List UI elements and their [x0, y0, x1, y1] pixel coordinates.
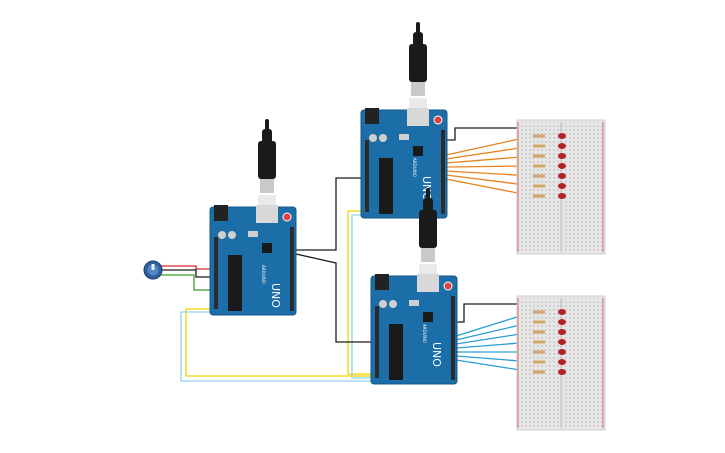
yellow-wire-2	[347, 210, 372, 375]
led	[558, 349, 566, 355]
resistor	[533, 370, 545, 374]
crystal	[409, 300, 419, 306]
led	[558, 173, 566, 179]
capacitor	[228, 231, 236, 239]
led	[558, 183, 566, 189]
wires	[156, 127, 521, 382]
board-label: UNO	[430, 342, 443, 367]
resistor	[533, 144, 545, 148]
led	[558, 359, 566, 365]
small-chip	[262, 243, 272, 253]
resistor	[533, 184, 545, 188]
resistor	[533, 320, 545, 324]
header-right	[290, 227, 294, 311]
led	[558, 309, 566, 315]
resistor	[533, 330, 545, 334]
small-chip	[413, 146, 423, 156]
black-wire-breadboard-bottom	[457, 303, 521, 323]
yellow-wire	[185, 308, 372, 377]
light-blue-wire	[180, 311, 375, 382]
crystal	[399, 134, 409, 140]
led	[558, 193, 566, 199]
chip	[379, 158, 393, 214]
power-jack	[365, 108, 379, 124]
capacitor	[379, 134, 387, 142]
header-right	[441, 130, 445, 214]
led	[558, 163, 566, 169]
potentiometer[interactable]	[143, 260, 163, 280]
board-body	[360, 109, 448, 219]
black-wire-breadboard-top	[447, 127, 521, 141]
led	[558, 143, 566, 149]
board-brand: ARDUINO	[412, 158, 417, 177]
usb-cable	[419, 188, 437, 278]
usb-port	[417, 274, 439, 292]
crystal	[248, 231, 258, 237]
usb-cable	[409, 22, 427, 112]
led	[558, 319, 566, 325]
header-left	[365, 140, 369, 212]
red-wire	[160, 265, 213, 270]
light-blue-wire-2	[351, 214, 375, 379]
resistor	[533, 134, 545, 138]
arduino-board-1[interactable]: UNO ARDUINO	[209, 119, 297, 316]
black-wire-gnd-1	[296, 177, 362, 251]
board-brand: ARDUINO	[261, 265, 266, 284]
board-body	[370, 275, 458, 385]
arduino-board-3[interactable]: UNO ARDUINO	[370, 188, 458, 385]
resistor	[533, 174, 545, 178]
led-group-top	[533, 133, 566, 199]
capacitor	[379, 300, 387, 308]
reset-button-3[interactable]	[443, 281, 453, 291]
power-jack	[214, 205, 228, 221]
board-brand: ARDUINO	[422, 324, 427, 343]
led	[558, 329, 566, 335]
led	[558, 339, 566, 345]
board-logo: UNO ARDUINO	[261, 265, 282, 308]
usb-cable	[258, 119, 276, 209]
capacitor	[218, 231, 226, 239]
arduino-board-2[interactable]: UNO ARDUINO	[360, 22, 448, 219]
led	[558, 153, 566, 159]
usb-port	[256, 205, 278, 223]
resistor	[533, 350, 545, 354]
resistor	[533, 340, 545, 344]
black-wire-pot	[160, 269, 213, 278]
resistor	[533, 194, 545, 198]
usb-port	[407, 108, 429, 126]
header-right	[451, 296, 455, 380]
led	[558, 133, 566, 139]
led	[558, 369, 566, 375]
resistor	[533, 360, 545, 364]
board-label: UNO	[269, 283, 282, 308]
breadboard-top[interactable]	[516, 119, 606, 255]
header-left	[375, 306, 379, 378]
capacitor	[369, 134, 377, 142]
reset-button-2[interactable]	[433, 115, 443, 125]
small-chip	[423, 312, 433, 322]
chip	[228, 255, 242, 311]
green-wire	[156, 274, 213, 291]
black-wire-gnd-2	[295, 253, 373, 343]
board-logo: UNO ARDUINO	[422, 324, 443, 367]
capacitor	[389, 300, 397, 308]
resistor	[533, 154, 545, 158]
header-left	[214, 237, 218, 309]
board-body	[209, 206, 297, 316]
led-group-bottom	[533, 309, 566, 375]
breadboard-bottom[interactable]	[516, 295, 606, 431]
chip	[389, 324, 403, 380]
resistor	[533, 310, 545, 314]
reset-button-1[interactable]	[282, 212, 292, 222]
resistor	[533, 164, 545, 168]
power-jack	[375, 274, 389, 290]
